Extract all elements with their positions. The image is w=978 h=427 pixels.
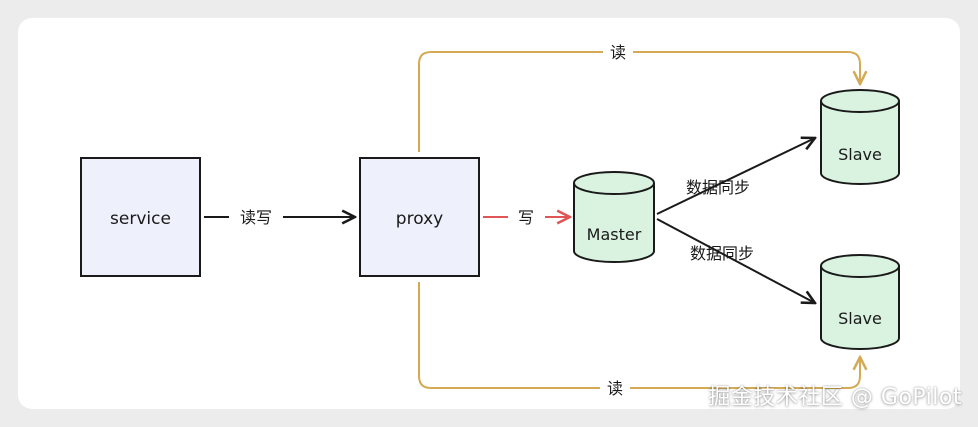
master-db-node: Master [573,171,655,263]
service-node: service [80,157,201,277]
slave-bottom-label: Slave [838,309,882,328]
edge-service-proxy: 读写 [204,208,355,227]
edge-label-read-write: 读写 [240,208,272,227]
proxy-label: proxy [396,209,443,229]
service-label: service [110,209,171,229]
edge-proxy-read-bottom: 读 [418,282,860,398]
edge-label-sync-top: 数据同步 [686,178,750,197]
edge-label-read-bottom: 读 [607,379,623,398]
proxy-node: proxy [359,157,480,277]
edge-label-sync-bottom: 数据同步 [690,244,754,263]
edge-proxy-read-top: 读 [418,43,860,152]
edge-proxy-master: 写 [483,208,570,227]
edge-label-read-top: 读 [610,43,626,62]
diagram-card [18,18,960,409]
edge-label-write: 写 [518,208,534,227]
edge-sync-top: 数据同步 [656,138,815,215]
master-label: Master [587,225,642,244]
slave-top-label: Slave [838,145,882,164]
slave-db-node-top: Slave [820,89,900,185]
edge-sync-bottom: 数据同步 [656,218,815,303]
slave-db-node-bottom: Slave [820,254,900,350]
watermark-text: 掘金技术社区 @ GoPilot [708,385,962,410]
